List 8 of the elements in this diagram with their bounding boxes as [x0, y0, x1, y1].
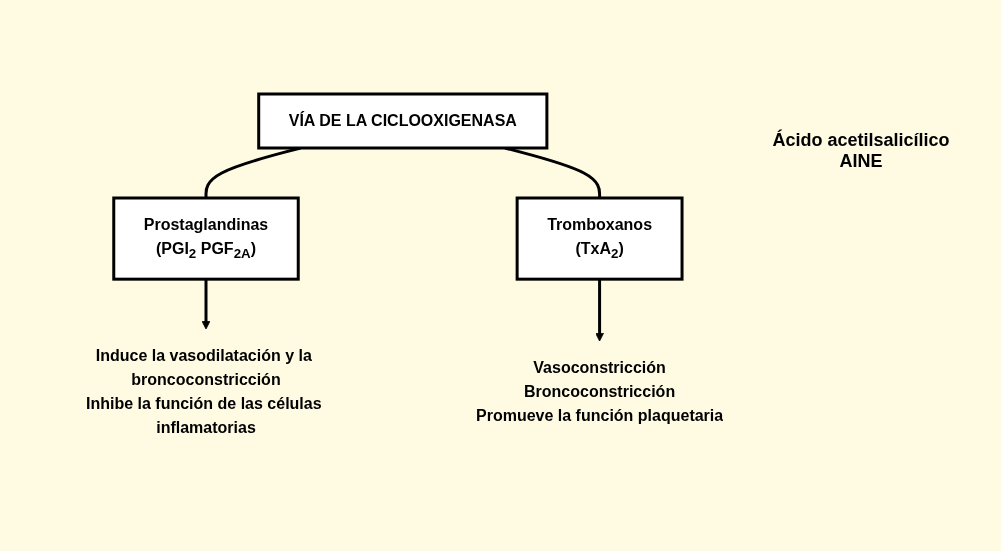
node-text: Induce la vasodilatación y la broncoconstricción Inhibe la función de las células inflamatorias [86, 347, 322, 437]
node-box: VÍA DE LA CICLOOXIGENASA [257, 92, 549, 150]
node-box: Tromboxanos (TxA$_{2}$) [516, 196, 684, 282]
arrow [202, 279, 211, 330]
inhibitor-note: Ácido acetilsalicílico AINE [771, 130, 951, 172]
arrow [595, 279, 605, 342]
node-text: Vasoconstricción Broncoconstricción Promueve la función plaquetaria [476, 359, 724, 425]
node-box: Prostaglandinas (PGI$_{2}$ PGF$_{2A}$) [112, 196, 301, 282]
